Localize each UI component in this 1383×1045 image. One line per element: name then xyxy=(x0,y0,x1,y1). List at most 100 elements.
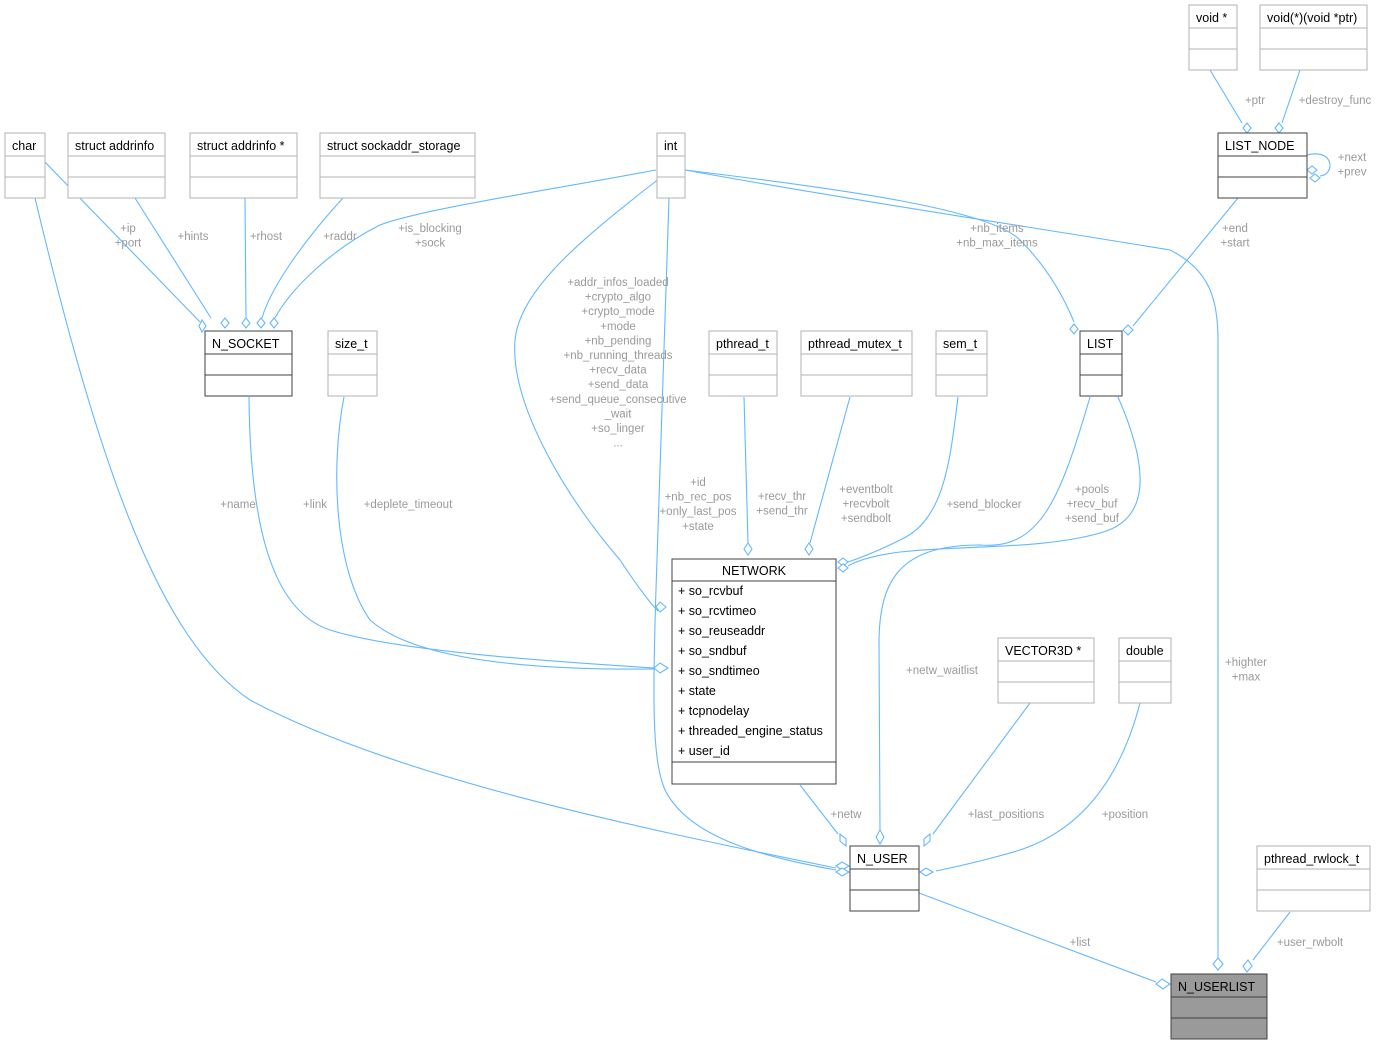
class-double[interactable]: double xyxy=(1118,637,1172,704)
label-line: +port xyxy=(115,238,142,250)
network-member: + threaded_engine_status xyxy=(678,724,823,738)
diamond-destroy-func xyxy=(1274,122,1284,134)
class-network[interactable]: NETWORK + so_rcvbuf+ so_rcvtimeo+ so_reu… xyxy=(671,558,837,785)
label-line: +raddr xyxy=(323,231,357,243)
label-pools: +pools+recv_buf+send_buf xyxy=(1065,484,1120,525)
class-vector3d-ptr[interactable]: VECTOR3D * xyxy=(997,637,1095,704)
edge-nb-items xyxy=(684,169,1075,323)
class-sockaddr-storage[interactable]: struct sockaddr_storage xyxy=(319,132,476,199)
label-line: +link xyxy=(303,499,327,511)
class-char[interactable]: char xyxy=(4,132,46,199)
edge-position xyxy=(935,702,1141,872)
label-line: +ip xyxy=(120,223,136,235)
class-list-title: LIST xyxy=(1087,337,1114,351)
class-sockaddr-storage-title: struct sockaddr_storage xyxy=(327,139,460,153)
class-vector3d-ptr-title: VECTOR3D * xyxy=(1005,644,1081,658)
edge-hints xyxy=(134,197,212,319)
label-line: +send_thr xyxy=(756,506,808,518)
class-list[interactable]: LIST xyxy=(1079,330,1123,397)
network-member: + so_reuseaddr xyxy=(678,624,765,638)
class-network-title: NETWORK xyxy=(722,564,787,578)
class-boxes: char struct addrinfo struct addrinfo * s… xyxy=(4,4,1371,1040)
class-n-userlist[interactable]: N_USERLIST xyxy=(1170,973,1268,1040)
label-line: +eventbolt xyxy=(839,484,893,496)
network-member: + state xyxy=(678,684,716,698)
edge-labels: +ptr +destroy_func +next+prev +end+start… xyxy=(115,95,1372,949)
label-line: +ptr xyxy=(1245,95,1265,107)
edge-eventbolt xyxy=(809,396,851,544)
label-line: +addr_infos_loaded xyxy=(567,277,668,289)
class-pthread-rwlock-t[interactable]: pthread_rwlock_t xyxy=(1256,845,1371,912)
edge-netw xyxy=(799,784,839,835)
label-line: ... xyxy=(613,438,623,450)
label-end-start: +end+start xyxy=(1220,223,1250,250)
label-last-positions: +last_positions xyxy=(968,809,1045,821)
diamond-eventbolt xyxy=(804,542,814,556)
label-line: +recv_buf xyxy=(1067,499,1119,511)
label-line: +send_queue_consecutive xyxy=(549,394,686,406)
class-sem-t[interactable]: sem_t xyxy=(935,330,988,397)
diamond-name xyxy=(835,867,851,877)
diamond-highter-max xyxy=(1212,957,1224,971)
label-list: +list xyxy=(1070,937,1092,949)
diamond-is-blocking-sock xyxy=(269,317,279,329)
label-netw: +netw xyxy=(830,809,862,821)
label-line: +crypto_algo xyxy=(585,292,651,304)
class-int[interactable]: int xyxy=(656,132,686,199)
edge-destroy-func xyxy=(1281,69,1301,124)
class-n-userlist-title: N_USERLIST xyxy=(1178,980,1255,994)
edge-int-network xyxy=(514,177,661,612)
edge-send-blocker xyxy=(847,396,959,563)
class-destroy-func-type[interactable]: void(*)(void *ptr) xyxy=(1259,4,1368,71)
class-pthread-t[interactable]: pthread_t xyxy=(708,330,778,397)
label-line: +so_linger xyxy=(591,423,645,435)
diamond-int-user xyxy=(835,861,851,871)
diamond-hints xyxy=(220,317,230,329)
diamond-last-positions xyxy=(923,832,931,848)
label-line: +last_positions xyxy=(968,809,1045,821)
diamond-rhost xyxy=(241,317,251,329)
label-ptr: +ptr xyxy=(1245,95,1265,107)
diamond-netw-waitlist xyxy=(875,828,885,846)
label-line: +sendbolt xyxy=(841,513,892,525)
label-int-user: +id+nb_rec_pos+only_last_pos+state xyxy=(659,477,736,533)
edge-highter-max xyxy=(684,169,1219,958)
diamond-ptr xyxy=(1242,122,1252,134)
network-member: + so_rcvtimeo xyxy=(678,604,756,618)
edge-link xyxy=(248,396,655,669)
network-member: + so_sndtimeo xyxy=(678,664,760,678)
diamond-next xyxy=(1306,165,1318,175)
class-struct-addrinfo[interactable]: struct addrinfo xyxy=(67,132,166,199)
label-line: +mode xyxy=(600,321,635,333)
diamond-end-start xyxy=(1122,324,1134,336)
label-line: _wait xyxy=(604,408,633,420)
label-line: +start xyxy=(1220,238,1250,250)
class-void-ptr-title: void * xyxy=(1196,11,1227,25)
label-line: +name xyxy=(220,499,255,511)
label-line: +max xyxy=(1232,672,1261,684)
edge-list xyxy=(918,892,1157,983)
class-list-node[interactable]: LIST_NODE xyxy=(1217,132,1308,199)
label-ip-port: +ip +port xyxy=(115,223,142,250)
label-line: +netw_waitlist xyxy=(906,665,979,677)
label-rhost: +rhost xyxy=(250,231,283,243)
label-recv-thr: +recv_thr+send_thr xyxy=(756,491,808,518)
label-netw-waitlist: +netw_waitlist xyxy=(906,665,979,677)
class-n-user[interactable]: N_USER xyxy=(849,845,920,912)
class-n-socket[interactable]: N_SOCKET xyxy=(204,330,293,397)
label-position: +position xyxy=(1102,809,1148,821)
class-pthread-mutex-t[interactable]: pthread_mutex_t xyxy=(800,330,913,397)
edge-end-start xyxy=(1132,197,1239,327)
label-nb-items: +nb_items+nb_max_items xyxy=(956,223,1038,250)
label-line: +state xyxy=(682,521,714,533)
class-size-t[interactable]: size_t xyxy=(327,330,378,397)
class-double-title: double xyxy=(1126,644,1164,658)
label-raddr: +raddr xyxy=(323,231,357,243)
network-member: + so_sndbuf xyxy=(678,644,747,658)
label-line: +next xyxy=(1338,152,1367,164)
class-char-title: char xyxy=(12,139,36,153)
class-void-ptr[interactable]: void * xyxy=(1188,4,1238,71)
label-hints: +hints xyxy=(177,231,208,243)
class-struct-addrinfo-ptr[interactable]: struct addrinfo * xyxy=(189,132,298,199)
edge-next-prev xyxy=(1306,153,1331,177)
